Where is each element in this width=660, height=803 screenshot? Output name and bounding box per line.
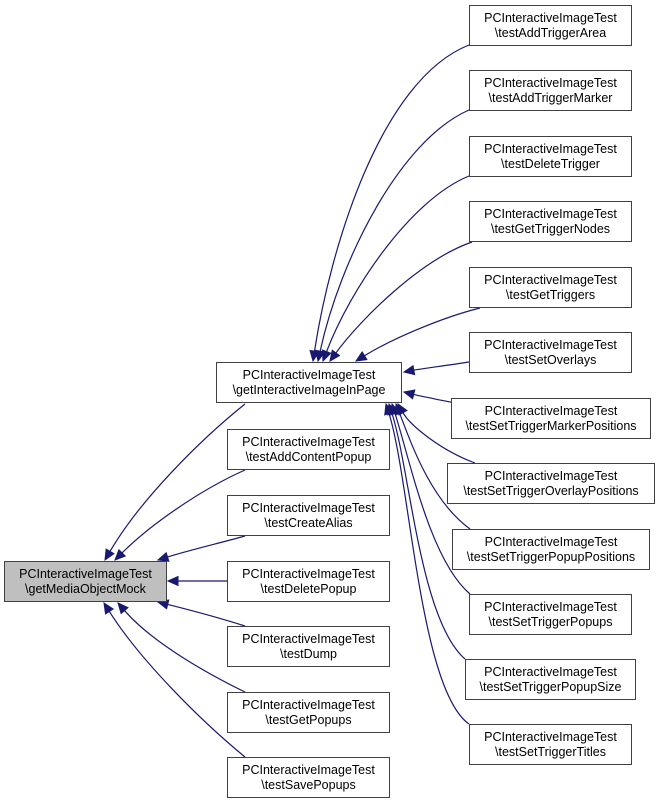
arrowhead-icon (103, 601, 115, 615)
node-class-label: PCInteractiveImageTest (484, 337, 617, 352)
node-method-label: \testAddTriggerMarker (488, 90, 613, 105)
node-class-label: PCInteractiveImageTest (242, 434, 375, 449)
edge-testAddTriggerArea-to-getInteractiveImageInPage (313, 44, 470, 352)
arrowhead-icon (114, 548, 127, 561)
node-class-label: PCInteractiveImageTest (484, 75, 617, 90)
node-method-label: \testAddTriggerArea (494, 25, 607, 40)
node-class-label: PCInteractiveImageTest (484, 599, 617, 614)
node-class-label: PCInteractiveImageTest (242, 697, 375, 712)
edge-testDump-to-root (167, 603, 246, 627)
edge-testSetTriggerPopupSize-to-getInteractiveImageInPage (391, 413, 466, 660)
node-method-label: \getMediaObjectMock (25, 581, 146, 596)
edge-testGetPopups-to-root (124, 610, 246, 693)
node-testGetPopups[interactable]: PCInteractiveImageTest \testGetPopups (227, 692, 390, 733)
node-testSetTriggerPopupSize[interactable]: PCInteractiveImageTest \testSetTriggerPo… (465, 659, 636, 700)
edge-testAddContentPopup-to-root (121, 469, 246, 554)
node-class-label: PCInteractiveImageTest (19, 566, 152, 581)
node-class-label: PCInteractiveImageTest (242, 500, 375, 515)
node-testAddTriggerMarker[interactable]: PCInteractiveImageTest \testAddTriggerMa… (469, 70, 632, 111)
node-method-label: \testSetTriggerTitles (495, 744, 606, 759)
arrowhead-icon (354, 350, 368, 362)
node-method-label: \testSavePopups (261, 777, 356, 792)
node-class-label: PCInteractiveImageTest (484, 403, 618, 418)
arrowhead-icon (156, 551, 170, 562)
node-class-label: PCInteractiveImageTest (484, 10, 617, 25)
node-testSetTriggerMarkerPositions[interactable]: PCInteractiveImageTest \testSetTriggerMa… (451, 398, 651, 439)
node-method-label: \testGetPopups (265, 712, 352, 727)
node-testDump[interactable]: PCInteractiveImageTest \testDump (227, 626, 390, 667)
arrowhead-icon (402, 364, 416, 376)
node-testAddContentPopup[interactable]: PCInteractiveImageTest \testAddContentPo… (227, 429, 390, 470)
node-testSetOverlays[interactable]: PCInteractiveImageTest \testSetOverlays (469, 332, 632, 373)
node-testSetTriggerOverlayPositions[interactable]: PCInteractiveImageTest \testSetTriggerOv… (447, 463, 655, 504)
arrowhead-icon (166, 575, 179, 587)
node-testGetTriggerNodes[interactable]: PCInteractiveImageTest \testGetTriggerNo… (469, 201, 632, 242)
node-method-label: \testAddContentPopup (245, 449, 372, 464)
edge-testSetOverlays-to-getInteractiveImageInPage (413, 361, 470, 371)
node-testDeleteTrigger[interactable]: PCInteractiveImageTest \testDeleteTrigge… (469, 136, 632, 177)
node-class-label: PCInteractiveImageTest (242, 566, 375, 581)
edge-testGetTriggerNodes-to-getInteractiveImageInPage (335, 241, 473, 354)
node-getInteractiveImageInPage[interactable]: PCInteractiveImageTest \getInteractiveIm… (216, 362, 402, 403)
arrowhead-icon (117, 602, 129, 615)
node-getMediaObjectMock: PCInteractiveImageTest \getMediaObjectMo… (4, 561, 167, 602)
node-testAddTriggerArea[interactable]: PCInteractiveImageTest \testAddTriggerAr… (469, 5, 632, 46)
node-method-label: \testSetTriggerPopups (488, 614, 613, 629)
node-method-label: \testSetOverlays (504, 352, 597, 367)
edge-testSetTriggerPopups-to-getInteractiveImageInPage (394, 413, 471, 595)
node-class-label: PCInteractiveImageTest (484, 141, 617, 156)
edge-getInteractiveImageInPage-to-root (109, 403, 246, 552)
edge-testGetTriggers-to-getInteractiveImageInPage (364, 307, 481, 357)
node-method-label: \getInteractiveImageInPage (232, 382, 386, 397)
edge-testDeleteTrigger-to-getInteractiveImageInPage (325, 175, 470, 352)
node-method-label: \testSetTriggerPopupPositions (466, 549, 636, 564)
node-testCreateAlias[interactable]: PCInteractiveImageTest \testCreateAlias (227, 495, 390, 536)
node-method-label: \testSetTriggerMarkerPositions (465, 418, 637, 433)
node-testSavePopups[interactable]: PCInteractiveImageTest \testSavePopups (227, 757, 390, 798)
edge-testAddTriggerMarker-to-getInteractiveImageInPage (319, 109, 470, 352)
node-testGetTriggers[interactable]: PCInteractiveImageTest \testGetTriggers (469, 267, 632, 308)
edge-testSavePopups-to-root (108, 611, 246, 758)
node-class-label: PCInteractiveImageTest (242, 762, 375, 777)
arrowhead-icon (104, 548, 115, 562)
node-method-label: \testGetTriggers (505, 287, 596, 302)
node-testDeletePopup[interactable]: PCInteractiveImageTest \testDeletePopup (227, 561, 390, 602)
arrowhead-icon (384, 402, 395, 416)
edge-testSetTriggerOverlayPositions-to-getInteractiveImageInPage (402, 412, 476, 464)
node-method-label: \testCreateAlias (264, 515, 353, 530)
node-method-label: \testDeleteTrigger (501, 156, 600, 171)
node-method-label: \testSetTriggerOverlayPositions (463, 483, 639, 498)
edge-testCreateAlias-to-root (167, 535, 246, 558)
node-testSetTriggerPopups[interactable]: PCInteractiveImageTest \testSetTriggerPo… (469, 594, 632, 635)
node-class-label: PCInteractiveImageTest (484, 534, 618, 549)
arrowhead-icon (321, 349, 332, 363)
node-testSetTriggerTitles[interactable]: PCInteractiveImageTest \testSetTriggerTi… (469, 724, 632, 765)
node-method-label: \testSetTriggerPopupSize (479, 679, 622, 694)
node-testSetTriggerPopupPositions[interactable]: PCInteractiveImageTest \testSetTriggerPo… (452, 529, 650, 570)
arrowhead-icon (329, 349, 341, 362)
node-class-label: PCInteractiveImageTest (242, 367, 376, 382)
node-class-label: PCInteractiveImageTest (242, 631, 375, 646)
node-class-label: PCInteractiveImageTest (484, 468, 618, 483)
node-class-label: PCInteractiveImageTest (484, 206, 617, 221)
arrowhead-icon (402, 389, 416, 400)
node-class-label: PCInteractiveImageTest (484, 729, 617, 744)
node-method-label: \testGetTriggerNodes (490, 221, 611, 236)
node-method-label: \testDump (280, 646, 337, 661)
node-class-label: PCInteractiveImageTest (484, 272, 617, 287)
node-method-label: \testDeletePopup (260, 581, 357, 596)
node-class-label: PCInteractiveImageTest (484, 664, 617, 679)
edge-testSetTriggerTitles-to-getInteractiveImageInPage (388, 413, 470, 725)
edge-testSetTriggerPopupPositions-to-getInteractiveImageInPage (399, 413, 471, 530)
